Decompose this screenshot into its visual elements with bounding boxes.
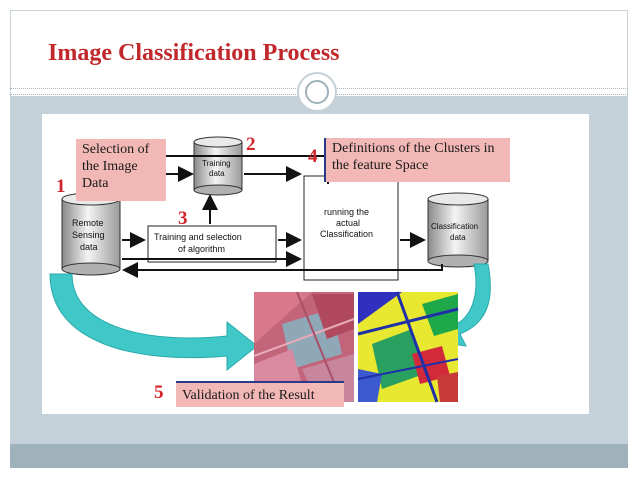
callout-selection: Selection of the Image Data bbox=[76, 139, 166, 201]
step-numbers: 1 2 3 4 5 bbox=[56, 134, 318, 403]
step-5: 5 bbox=[154, 382, 164, 403]
callout-validation: Validation of the Result bbox=[176, 381, 344, 407]
classification-db: Classification data bbox=[427, 192, 489, 268]
footer-bar bbox=[10, 444, 628, 468]
step-1: 1 bbox=[56, 176, 66, 197]
process-diagram: Remote Sensing data Training data Classi… bbox=[42, 114, 589, 414]
arrow-back-to-remote bbox=[122, 262, 443, 278]
running-box-line1: running the bbox=[324, 207, 369, 217]
running-classification-box: running the actual Classification bbox=[303, 175, 399, 281]
db-training-line2: data bbox=[209, 169, 225, 178]
diagram-svg: Remote Sensing data Training data Classi… bbox=[49, 134, 491, 403]
step-4: 4 bbox=[308, 146, 318, 167]
slide-title: Image Classification Process bbox=[48, 40, 340, 66]
step-3: 3 bbox=[178, 208, 188, 229]
db-training-line1: Training bbox=[202, 159, 231, 168]
training-box-line2: of algorithm bbox=[178, 244, 225, 254]
step-2: 2 bbox=[246, 134, 256, 155]
db-remote-line1: Remote bbox=[72, 218, 104, 228]
training-selection-box: Training and selection of algorithm bbox=[147, 225, 277, 263]
running-box-line2: actual bbox=[336, 218, 360, 228]
teal-arrow-left bbox=[49, 273, 258, 372]
decorative-inner-circle-icon bbox=[305, 80, 329, 104]
remote-sensing-db: Remote Sensing data bbox=[61, 192, 121, 276]
training-box-line1: Training and selection bbox=[154, 232, 242, 242]
db-remote-line3: data bbox=[80, 242, 98, 252]
callout-definitions: Definitions of the Clusters in the featu… bbox=[324, 138, 510, 182]
db-classification-line2: data bbox=[450, 233, 466, 242]
training-db: Training data bbox=[193, 136, 243, 196]
db-classification-line1: Classification bbox=[431, 222, 478, 231]
running-box-line3: Classification bbox=[320, 229, 373, 239]
db-remote-line2: Sensing bbox=[72, 230, 105, 240]
classified-image bbox=[357, 291, 459, 403]
